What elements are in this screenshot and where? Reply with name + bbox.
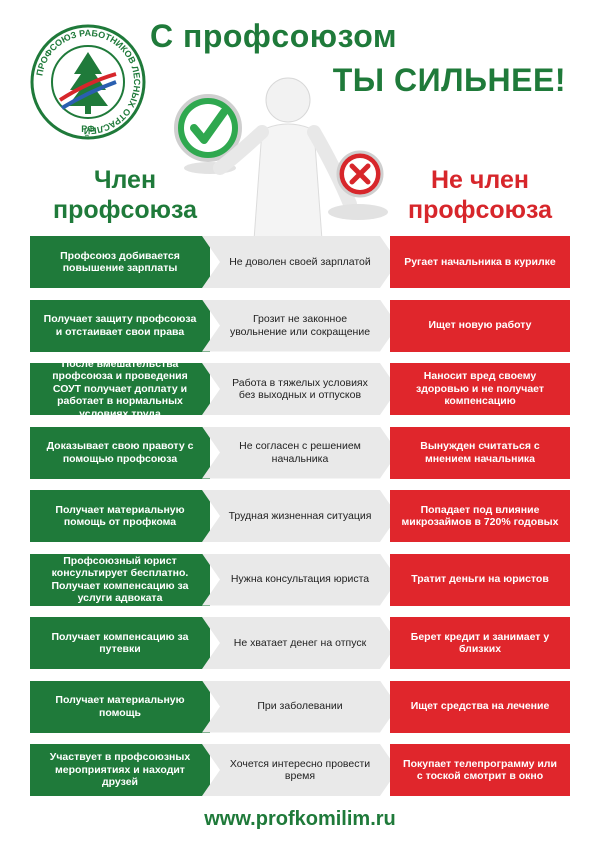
- nonmember-cell: Берет кредит и занимает у близких: [390, 617, 570, 669]
- website-link[interactable]: www.profkomilim.ru: [204, 808, 396, 830]
- nonmember-cell: Ругает начальника в курилке: [390, 236, 570, 288]
- table-row: Профсоюз добивается повышение зарплаты Н…: [30, 236, 570, 288]
- table-row: Получает материальную помощь от профкома…: [30, 490, 570, 542]
- nonmember-cell: Ищет новую работу: [390, 299, 570, 352]
- situation-cell: Грозит не законное увольнение или сокращ…: [202, 300, 398, 352]
- member-cell: Участвует в профсоюзных мероприятиях и н…: [30, 744, 210, 796]
- member-cell: Профсоюзный юрист консультирует бесплатн…: [30, 553, 210, 606]
- situation-cell: Не согласен с решением начальника: [202, 427, 398, 479]
- member-cell: Профсоюз добивается повышение зарплаты: [30, 236, 210, 288]
- member-cell: Доказывает свою правоту с помощью профсо…: [30, 426, 210, 479]
- situation-cell: При заболевании: [202, 681, 398, 733]
- nonmember-cell: Наносит вред своему здоровью и не получа…: [390, 363, 570, 415]
- situation-cell: Работа в тяжелых условиях без выходных и…: [202, 363, 398, 415]
- figure-illustration: [174, 77, 388, 240]
- cross-icon: [328, 150, 388, 220]
- situation-cell: Не доволен своей зарплатой: [202, 236, 398, 288]
- member-cell: Получает защиту профсоюза и отстаивает с…: [30, 299, 210, 352]
- nonmember-cell: Тратит деньги на юристов: [390, 553, 570, 606]
- member-cell: Получает материальную помощь: [30, 680, 210, 733]
- situation-cell: Нужна консультация юриста: [202, 554, 398, 606]
- table-row: Получает защиту профсоюза и отстаивает с…: [30, 299, 570, 352]
- nonmember-cell: Вынужден считаться с мнением начальника: [390, 426, 570, 479]
- title-line-2: ТЫ СИЛЬНЕЕ!: [332, 62, 566, 98]
- member-cell: Получает компенсацию за путевки: [30, 617, 210, 669]
- situation-cell: Трудная жизненная ситуация: [202, 490, 398, 542]
- table-row: После вмешательства профсоюза и проведен…: [30, 358, 570, 420]
- union-logo: ПРОФСОЮЗ РАБОТНИКОВ ЛЕСНЫХ ОТРАСЛЕЙ РФ: [30, 24, 146, 140]
- comparison-table: Профсоюз добивается повышение зарплаты Н…: [30, 236, 570, 808]
- nonmember-cell: Ищет средства на лечение: [390, 680, 570, 733]
- nonmember-cell: Покупает телепрограмму или с тоской смот…: [390, 744, 570, 796]
- title-line-1: С профсоюзом: [150, 18, 397, 54]
- member-column-header: Член профсоюза: [52, 166, 198, 224]
- table-row: Получает материальную помощь При заболев…: [30, 680, 570, 733]
- situation-cell: Хочется интересно провести время: [202, 744, 398, 796]
- table-row: Доказывает свою правоту с помощью профсо…: [30, 426, 570, 479]
- figure-icon: [213, 77, 357, 240]
- member-cell: После вмешательства профсоюза и проведен…: [30, 358, 210, 420]
- logo-bottom-text: РФ: [81, 124, 95, 134]
- table-row: Участвует в профсоюзных мероприятиях и н…: [30, 744, 570, 796]
- table-row: Получает компенсацию за путевки Не хвата…: [30, 617, 570, 669]
- nonmember-cell: Попадает под влияние микрозаймов в 720% …: [390, 490, 570, 542]
- member-cell: Получает материальную помощь от профкома: [30, 490, 210, 542]
- situation-cell: Не хватает денег на отпуск: [202, 617, 398, 669]
- table-row: Профсоюзный юрист консультирует бесплатн…: [30, 553, 570, 606]
- check-icon: [174, 94, 242, 162]
- nonmember-column-header: Не член профсоюза: [407, 166, 553, 224]
